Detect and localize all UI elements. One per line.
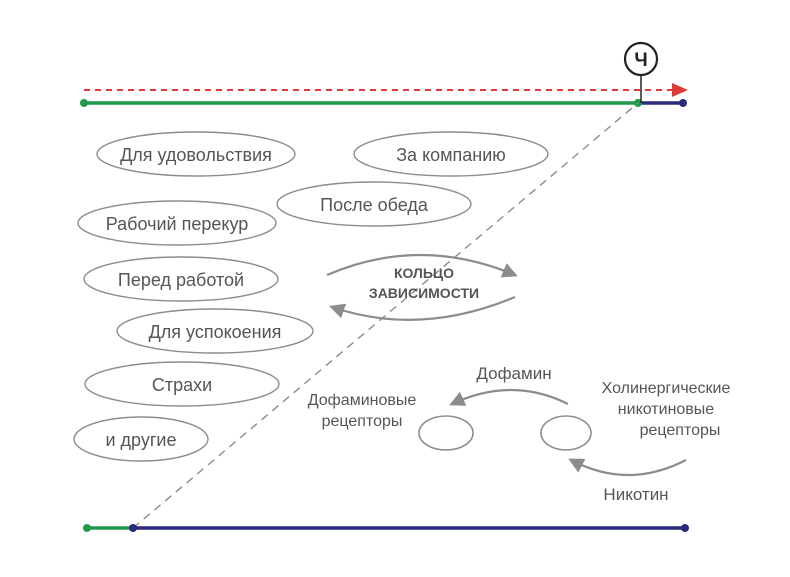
dopamine-receptors-label-line2: рецепторы	[322, 413, 403, 430]
diagonal-dashed-line	[132, 102, 639, 529]
marker-label: Ч	[634, 50, 647, 71]
ring-label-line2: ЗАВИСИМОСТИ	[369, 285, 479, 301]
bottom-timeline-start-dot	[83, 524, 91, 532]
reason-before-work-label: Перед работой	[118, 270, 244, 290]
reason-pleasure: Для удовольствия	[96, 131, 296, 177]
top-timeline-red-arrowhead	[672, 83, 688, 97]
reason-before-work: Перед работой	[83, 256, 279, 302]
marker-circle	[623, 41, 659, 77]
reason-fears-label: Страхи	[152, 375, 212, 395]
top-timeline-start-dot	[80, 99, 88, 107]
dopamine-receptor-shape	[418, 415, 474, 451]
reason-fears: Страхи	[84, 361, 280, 407]
cholinergic-label-line3: рецепторы	[640, 422, 721, 439]
reason-after-lunch-label: После обеда	[320, 195, 429, 215]
reason-calming-label: Для успокоения	[149, 322, 282, 342]
reason-company-label: За компанию	[396, 145, 506, 165]
reason-others-label: и другие	[106, 430, 177, 450]
dopamine-arrow	[449, 388, 569, 406]
reason-others: и другие	[73, 416, 209, 462]
ring-label-line1: КОЛЬЦО	[394, 265, 454, 281]
reason-company: За компанию	[353, 131, 549, 177]
reason-pleasure-label: Для удовольствия	[120, 145, 272, 165]
ring-arrow-top	[326, 253, 518, 278]
cholinergic-label-line2: никотиновые	[618, 401, 715, 418]
cholinergic-label-line1: Холинергические	[602, 380, 731, 397]
bottom-timeline-switch-dot	[129, 524, 137, 532]
reason-after-lunch: После обеда	[276, 181, 472, 227]
ring-arrow-bottom	[329, 295, 516, 321]
bottom-timeline-end-dot	[681, 524, 689, 532]
nicotine-arrow	[568, 458, 687, 477]
dopamine-receptors-label-line1: Дофаминовые	[308, 392, 417, 409]
nicotine-label: Никотин	[603, 485, 668, 504]
reason-calming: Для успокоения	[116, 308, 314, 354]
top-timeline-end-dot	[679, 99, 687, 107]
reason-work-break: Рабочий перекур	[77, 200, 277, 246]
dopamine-label: Дофамин	[476, 364, 551, 383]
cholinergic-receptor-shape	[540, 415, 592, 451]
reason-work-break-label: Рабочий перекур	[106, 214, 249, 234]
